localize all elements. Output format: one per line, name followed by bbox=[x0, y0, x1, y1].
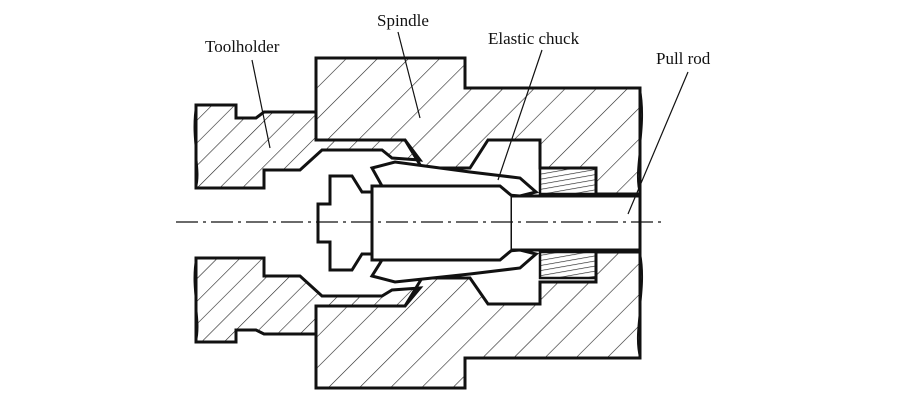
spring-stack-lower bbox=[538, 250, 598, 280]
pull-stud bbox=[316, 174, 514, 272]
label-toolholder: Toolholder bbox=[205, 37, 280, 56]
leader-spindle bbox=[397, 31, 421, 119]
label-elastic-chuck: Elastic chuck bbox=[488, 29, 580, 48]
spring-stack-upper bbox=[538, 166, 598, 196]
leader-pull-rod bbox=[627, 71, 689, 215]
label-spindle: Spindle bbox=[377, 11, 429, 30]
leader-elastic-chuck bbox=[497, 49, 543, 181]
pull-rod bbox=[512, 194, 642, 252]
break-line-right bbox=[636, 87, 644, 359]
toolholder-upper-section bbox=[194, 103, 424, 190]
toolholder-lower-section bbox=[194, 256, 424, 344]
leader-toolholder bbox=[251, 59, 271, 149]
label-pull-rod: Pull rod bbox=[656, 49, 711, 68]
break-line-left bbox=[193, 104, 199, 343]
